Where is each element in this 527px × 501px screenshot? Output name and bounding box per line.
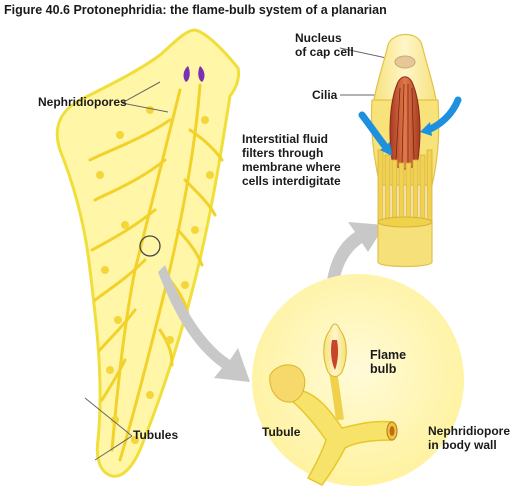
label-nucleus: Nucleus of cap cell <box>295 31 354 59</box>
label-interstitial: Interstitial fluid filters through membr… <box>242 132 341 188</box>
label-tubules: Tubules <box>133 428 179 442</box>
arrow-to-bulb-detail <box>325 222 385 305</box>
flow-arrow-right <box>424 96 462 134</box>
cilia-lines <box>395 83 415 165</box>
enlarged-tubule <box>286 389 393 486</box>
label-flame-bulb-line2: bulb <box>370 362 397 376</box>
label-cilia: Cilia <box>312 88 338 102</box>
eye-spots <box>183 66 205 82</box>
cilia-tuft <box>389 76 421 170</box>
tubule-network <box>88 83 224 462</box>
label-nephridiopore-line1: Nephridiopore <box>428 424 511 438</box>
label-flame-bulb-line1: Flame <box>370 348 407 362</box>
label-flame-bulb: Flame bulb <box>370 348 406 376</box>
figure-title: Figure 40.6 Protonephridia: the flame-bu… <box>4 3 387 17</box>
side-bulb <box>269 364 306 403</box>
cap-cell-nucleus <box>394 55 416 69</box>
magnify-circle <box>139 235 161 257</box>
label-nephridiopores: Nephridiopores <box>38 95 127 109</box>
label-interstitial-line4: cells interdigitate <box>242 174 341 188</box>
label-interstitial-line3: membrane where <box>242 160 341 174</box>
label-interstitial-line2: filters through <box>242 146 324 160</box>
label-nucleus-line2: of cap cell <box>295 45 354 59</box>
label-nephridiopore-line2: in body wall <box>428 438 497 452</box>
flame-bulb-detail <box>358 33 462 268</box>
cap-cell <box>371 33 439 116</box>
planarian-body <box>55 28 240 478</box>
enlargement <box>252 274 464 486</box>
label-tubule: Tubule <box>262 425 301 439</box>
label-interstitial-line1: Interstitial fluid <box>242 132 329 146</box>
label-nucleus-line1: Nucleus <box>295 31 342 45</box>
arrow-to-enlargement <box>158 265 250 382</box>
label-nephridiopore: Nephridiopore in body wall <box>428 424 510 452</box>
grey-arrows <box>158 222 385 382</box>
flow-arrowheads <box>380 122 432 156</box>
